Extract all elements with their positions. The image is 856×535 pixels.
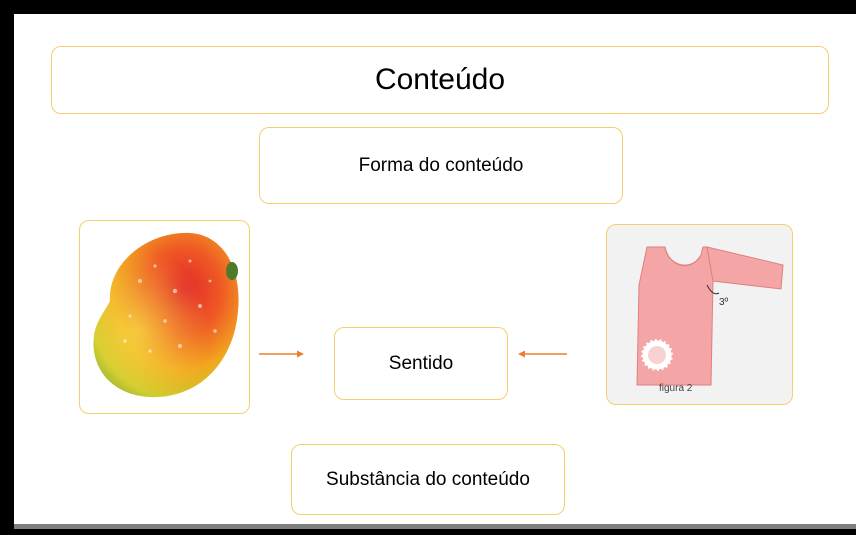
substance-of-content-label: Substância do conteúdo — [326, 468, 530, 490]
form-of-content-label: Forma do conteúdo — [358, 154, 524, 176]
arrow-left-icon — [518, 350, 567, 358]
sense-label: Sentido — [388, 352, 454, 374]
slide: Conteúdo Forma do conteúdo — [14, 14, 856, 525]
content-title: Conteúdo — [374, 63, 506, 96]
arrow-right-icon — [259, 350, 304, 358]
mango-image-box — [79, 220, 250, 414]
svg-text:3º: 3º — [719, 297, 729, 308]
substance-of-content-box: Substância do conteúdo — [291, 444, 565, 515]
shirt-pattern-icon: 3º — [636, 246, 784, 386]
slide-bottom-bar — [14, 524, 856, 529]
sense-box: Sentido — [334, 327, 508, 400]
mango-icon — [93, 232, 239, 398]
form-of-content-box: Forma do conteúdo — [259, 127, 623, 204]
shirt-image-box: 3º figura 2 — [606, 224, 793, 405]
content-title-box: Conteúdo — [51, 46, 829, 114]
figure-caption: figura 2 — [659, 383, 693, 394]
